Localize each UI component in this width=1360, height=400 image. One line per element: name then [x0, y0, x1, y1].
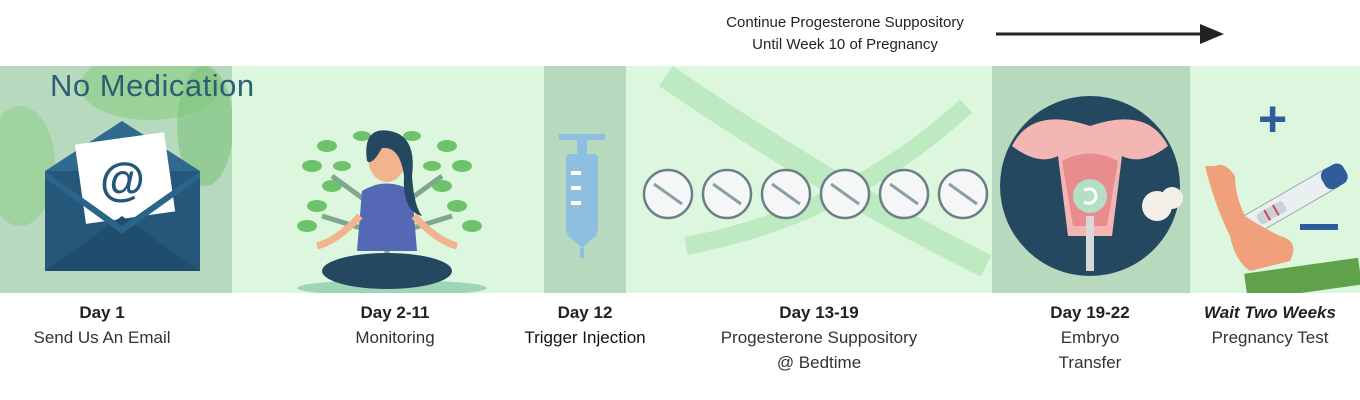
- panel-pregnancy-test: +: [1190, 66, 1360, 293]
- pregnancy-test-hand-icon: [1205, 163, 1360, 293]
- step-wait-two-weeks: Wait Two Weeks Pregnancy Test: [1182, 300, 1358, 350]
- step-day: Day 19-22: [1050, 303, 1130, 322]
- step-day-19-22: Day 19-22 Embryo Transfer: [1020, 300, 1160, 375]
- plus-sign: +: [1258, 91, 1288, 147]
- step-day: Wait Two Weeks: [1204, 303, 1336, 322]
- step-desc: Trigger Injection: [524, 328, 646, 347]
- step-day: Day 13-19: [779, 303, 859, 322]
- no-medication-heading: No Medication: [50, 68, 255, 103]
- panel-email: @: [0, 66, 232, 293]
- panel-embryo-transfer: [992, 66, 1190, 293]
- step-desc-line-2: @ Bedtime: [776, 353, 862, 372]
- step-day: Day 1: [79, 303, 125, 322]
- step-day: Day 12: [557, 303, 613, 322]
- syringe-icon: [559, 134, 605, 258]
- email-envelope-icon: [0, 66, 232, 271]
- step-day-2-11: Day 2-11 Monitoring: [310, 300, 480, 350]
- step-day: Day 2-11: [360, 303, 430, 322]
- meditating-woman-icon: [297, 130, 487, 293]
- panel-progesterone-pills: [626, 66, 992, 293]
- panel-trigger-injection: [544, 66, 626, 293]
- continue-progesterone-note: Continue Progesterone Suppository Until …: [690, 12, 1000, 56]
- note-line-2: Until Week 10 of Pregnancy: [752, 36, 938, 53]
- step-desc-line-2: Transfer: [1058, 353, 1122, 372]
- timeline-illustration-band: @ No Medication: [0, 66, 1360, 293]
- step-desc: Monitoring: [355, 328, 435, 347]
- note-line-1: Continue Progesterone Suppository: [726, 14, 964, 31]
- step-desc: Pregnancy Test: [1211, 328, 1329, 347]
- minus-sign: [1300, 224, 1338, 230]
- uterus-embryo-icon: [1000, 96, 1183, 276]
- right-arrow-icon: [996, 24, 1224, 44]
- step-day-13-19: Day 13-19 Progesterone Suppository @ Bed…: [680, 300, 958, 375]
- panel-meditation: [232, 66, 544, 293]
- step-desc: Progesterone Suppository: [720, 328, 918, 347]
- email-at-symbol: @: [100, 153, 145, 205]
- step-day-1: Day 1 Send Us An Email: [0, 300, 204, 350]
- pill-tablets-icon: [642, 66, 992, 277]
- step-desc: Embryo: [1060, 328, 1120, 347]
- step-day-12: Day 12 Trigger Injection: [505, 300, 665, 350]
- step-desc: Send Us An Email: [33, 328, 171, 347]
